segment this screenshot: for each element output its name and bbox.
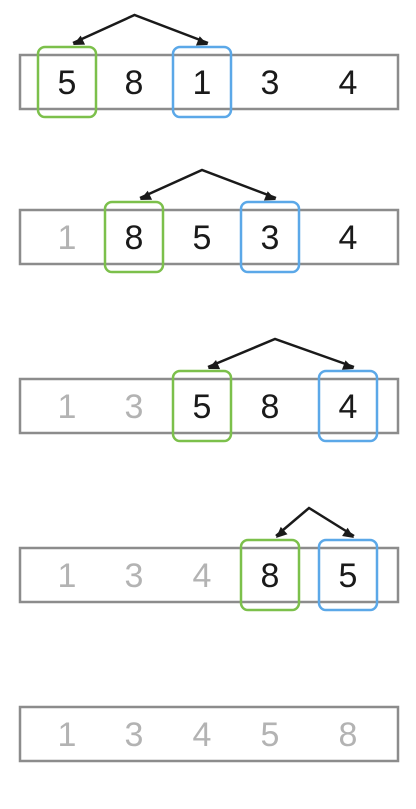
array-cell-value: 5 (261, 716, 280, 754)
swap-arrow-line (139, 168, 277, 200)
step-row-2: 1 8 5 3 4 (18, 168, 400, 274)
swap-arrow-head-left (208, 359, 221, 370)
array-cell-value: 5 (193, 219, 212, 257)
array-box (18, 53, 400, 111)
swap-arrow-head-left (140, 190, 153, 200)
array-box (18, 377, 400, 435)
current-position-highlight (171, 369, 233, 443)
swap-arrow (139, 168, 277, 201)
step-row-4: 1 3 4 8 5 (18, 506, 400, 612)
array-cell-value: 5 (193, 388, 212, 426)
minimum-element-highlight (317, 538, 379, 612)
array-cell-value: 5 (339, 557, 358, 595)
swap-arrow-line (72, 13, 209, 45)
step-row-5: 1 3 4 5 8 (18, 705, 400, 763)
current-position-highlight (103, 200, 165, 274)
array-cell-value: 4 (193, 557, 212, 595)
current-position-highlight (36, 45, 98, 119)
array-cell-value: 4 (339, 219, 358, 257)
array-cell-value: 1 (58, 219, 77, 257)
array-cell-value: 8 (125, 64, 144, 102)
swap-arrow-line (207, 337, 355, 369)
swap-arrow-head-right (342, 527, 354, 538)
array-cell-value: 8 (339, 716, 358, 754)
swap-arrow (207, 337, 355, 370)
swap-arrow-head-left (73, 35, 86, 45)
array-cell-value: 5 (58, 64, 77, 102)
array-cell-value: 8 (261, 388, 280, 426)
array-box (18, 705, 400, 763)
array-cell-value: 3 (125, 716, 144, 754)
swap-arrow-head-right (341, 360, 354, 370)
swap-arrow-head-right (263, 191, 276, 201)
swap-arrow-head-right (195, 36, 208, 46)
array-box (18, 546, 400, 604)
array-cell-value: 4 (193, 716, 212, 754)
array-cell-value: 3 (125, 557, 144, 595)
array-cell-value: 1 (58, 716, 77, 754)
array-cell-value: 3 (261, 64, 280, 102)
swap-arrow (275, 506, 355, 538)
array-cell-value: 8 (125, 219, 144, 257)
step-row-1: 5 8 1 3 4 (18, 13, 400, 119)
array-cell-value: 3 (125, 388, 144, 426)
current-position-highlight (239, 538, 301, 612)
array-cell-value: 1 (58, 388, 77, 426)
minimum-element-highlight (239, 200, 301, 274)
array-cell-value: 4 (339, 388, 358, 426)
swap-arrow (72, 13, 209, 46)
array-cell-value: 8 (261, 557, 280, 595)
array-cell-value: 1 (58, 557, 77, 595)
minimum-element-highlight (317, 369, 379, 443)
minimum-element-highlight (171, 45, 233, 119)
swap-arrow-line (275, 506, 355, 538)
step-row-3: 1 3 5 8 4 (18, 337, 400, 443)
array-cell-value: 4 (339, 64, 358, 102)
array-cell-value: 3 (261, 219, 280, 257)
array-cell-value: 1 (193, 64, 212, 102)
swap-arrow-head-left (276, 526, 288, 538)
array-box (18, 208, 400, 266)
